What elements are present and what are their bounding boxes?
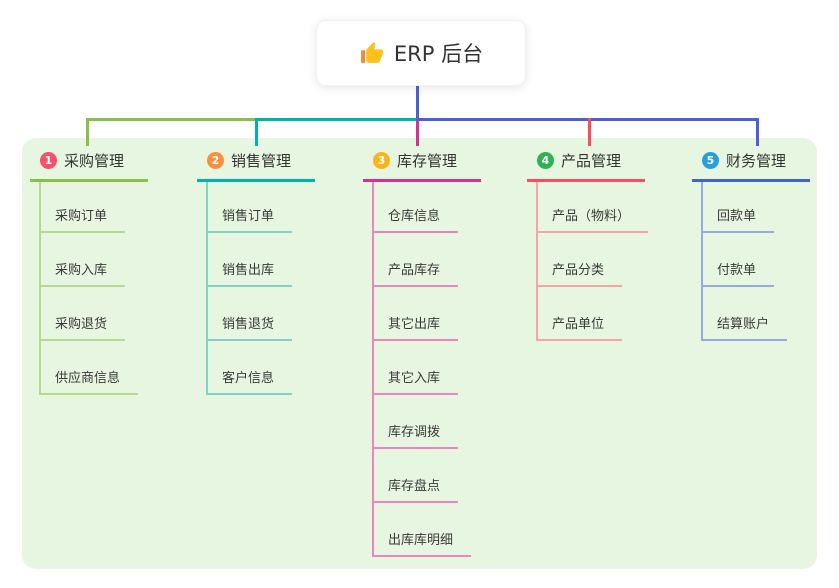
child-row: 库存盘点 [363,449,481,503]
child-row: 产品库存 [363,233,481,287]
connector-root-vertical [416,84,419,120]
child-node[interactable]: 产品分类 [536,263,623,287]
child-row: 供应商信息 [30,341,148,395]
branch-child-connector [701,182,703,341]
branch-5: 5 财务管理回款单付款单结算账户 [692,150,810,341]
branch-title[interactable]: 1 采购管理 [30,150,148,182]
branches-panel [22,138,817,569]
child-row: 产品分类 [527,233,645,287]
child-node[interactable]: 仓库信息 [372,209,459,233]
root-node-label: ERP 后台 [393,42,484,66]
child-node[interactable]: 产品（物料） [536,209,649,233]
branch-title[interactable]: 2 销售管理 [197,150,315,182]
branch-child-connector [39,182,41,395]
child-row: 采购退货 [30,287,148,341]
branch-title-label: 产品管理 [561,152,622,170]
branch-number-badge: 5 [702,152,719,169]
branch-number-badge: 4 [537,152,554,169]
child-node[interactable]: 产品单位 [536,317,623,341]
root-node[interactable]: ERP 后台 [316,20,526,86]
connector-horizontal-3 [416,118,759,121]
child-row: 其它入库 [363,341,481,395]
branch-title[interactable]: 5 财务管理 [692,150,810,182]
child-row: 付款单 [692,233,810,287]
child-node[interactable]: 采购订单 [39,209,126,233]
child-row: 采购订单 [30,182,148,233]
child-node[interactable]: 销售退货 [206,317,293,341]
branch-children: 仓库信息产品库存其它出库其它入库库存调拨库存盘点出库库明细 [363,182,481,557]
branch-child-connector [206,182,208,395]
child-row: 仓库信息 [363,182,481,233]
branch-1: 1 采购管理采购订单采购入库采购退货供应商信息 [30,150,148,395]
child-row: 库存调拨 [363,395,481,449]
child-row: 回款单 [692,182,810,233]
child-row: 销售订单 [197,182,315,233]
child-node[interactable]: 其它入库 [372,371,459,395]
child-row: 销售出库 [197,233,315,287]
child-node[interactable]: 采购退货 [39,317,126,341]
child-node[interactable]: 库存盘点 [372,479,459,503]
child-row: 采购入库 [30,233,148,287]
child-row: 产品（物料） [527,182,649,233]
branch-3: 3 库存管理仓库信息产品库存其它出库其它入库库存调拨库存盘点出库库明细 [363,150,481,557]
branch-children: 采购订单采购入库采购退货供应商信息 [30,182,148,395]
child-node[interactable]: 付款单 [701,263,775,287]
connector-drop-3 [416,120,419,146]
child-row: 客户信息 [197,341,315,395]
branch-number-badge: 1 [40,152,57,169]
branch-child-connector [372,182,374,557]
connector-horizontal-2 [255,118,419,121]
connector-drop-2 [255,118,258,146]
branch-title-label: 销售管理 [231,152,292,170]
child-node[interactable]: 销售出库 [206,263,293,287]
branch-title-label: 库存管理 [397,152,458,170]
child-row: 其它出库 [363,287,481,341]
connector-horizontal-1 [86,118,258,121]
branch-title[interactable]: 4 产品管理 [527,150,645,182]
branch-title-label: 财务管理 [726,152,787,170]
child-node[interactable]: 其它出库 [372,317,459,341]
branch-children: 产品（物料） 产品分类产品单位 [527,182,649,341]
branch-children: 销售订单销售出库销售退货客户信息 [197,182,315,395]
child-node[interactable]: 库存调拨 [372,425,459,449]
child-node[interactable]: 销售订单 [206,209,293,233]
child-node[interactable]: 出库库明细 [372,533,472,557]
child-row: 销售退货 [197,287,315,341]
child-node[interactable]: 客户信息 [206,371,293,395]
branch-title[interactable]: 3 库存管理 [363,150,481,182]
child-node[interactable]: 供应商信息 [39,371,139,395]
child-row: 结算账户 [692,287,810,341]
connector-drop-1 [86,118,89,146]
branch-children: 回款单付款单结算账户 [692,182,810,341]
child-node[interactable]: 产品库存 [372,263,459,287]
child-node[interactable]: 回款单 [701,209,775,233]
branch-4: 4 产品管理产品（物料） 产品分类产品单位 [527,150,649,341]
child-node[interactable]: 采购入库 [39,263,126,287]
branch-child-connector [536,182,538,341]
child-row: 产品单位 [527,287,645,341]
branch-title-label: 采购管理 [64,152,125,170]
thumbs-up-icon [359,41,384,66]
child-row: 出库库明细 [363,503,481,557]
connector-drop-5 [756,118,759,146]
branch-number-badge: 2 [207,152,224,169]
branch-number-badge: 3 [373,152,390,169]
branch-2: 2 销售管理销售订单销售出库销售退货客户信息 [197,150,315,395]
connector-drop-4 [588,118,591,146]
child-node[interactable]: 结算账户 [701,317,788,341]
